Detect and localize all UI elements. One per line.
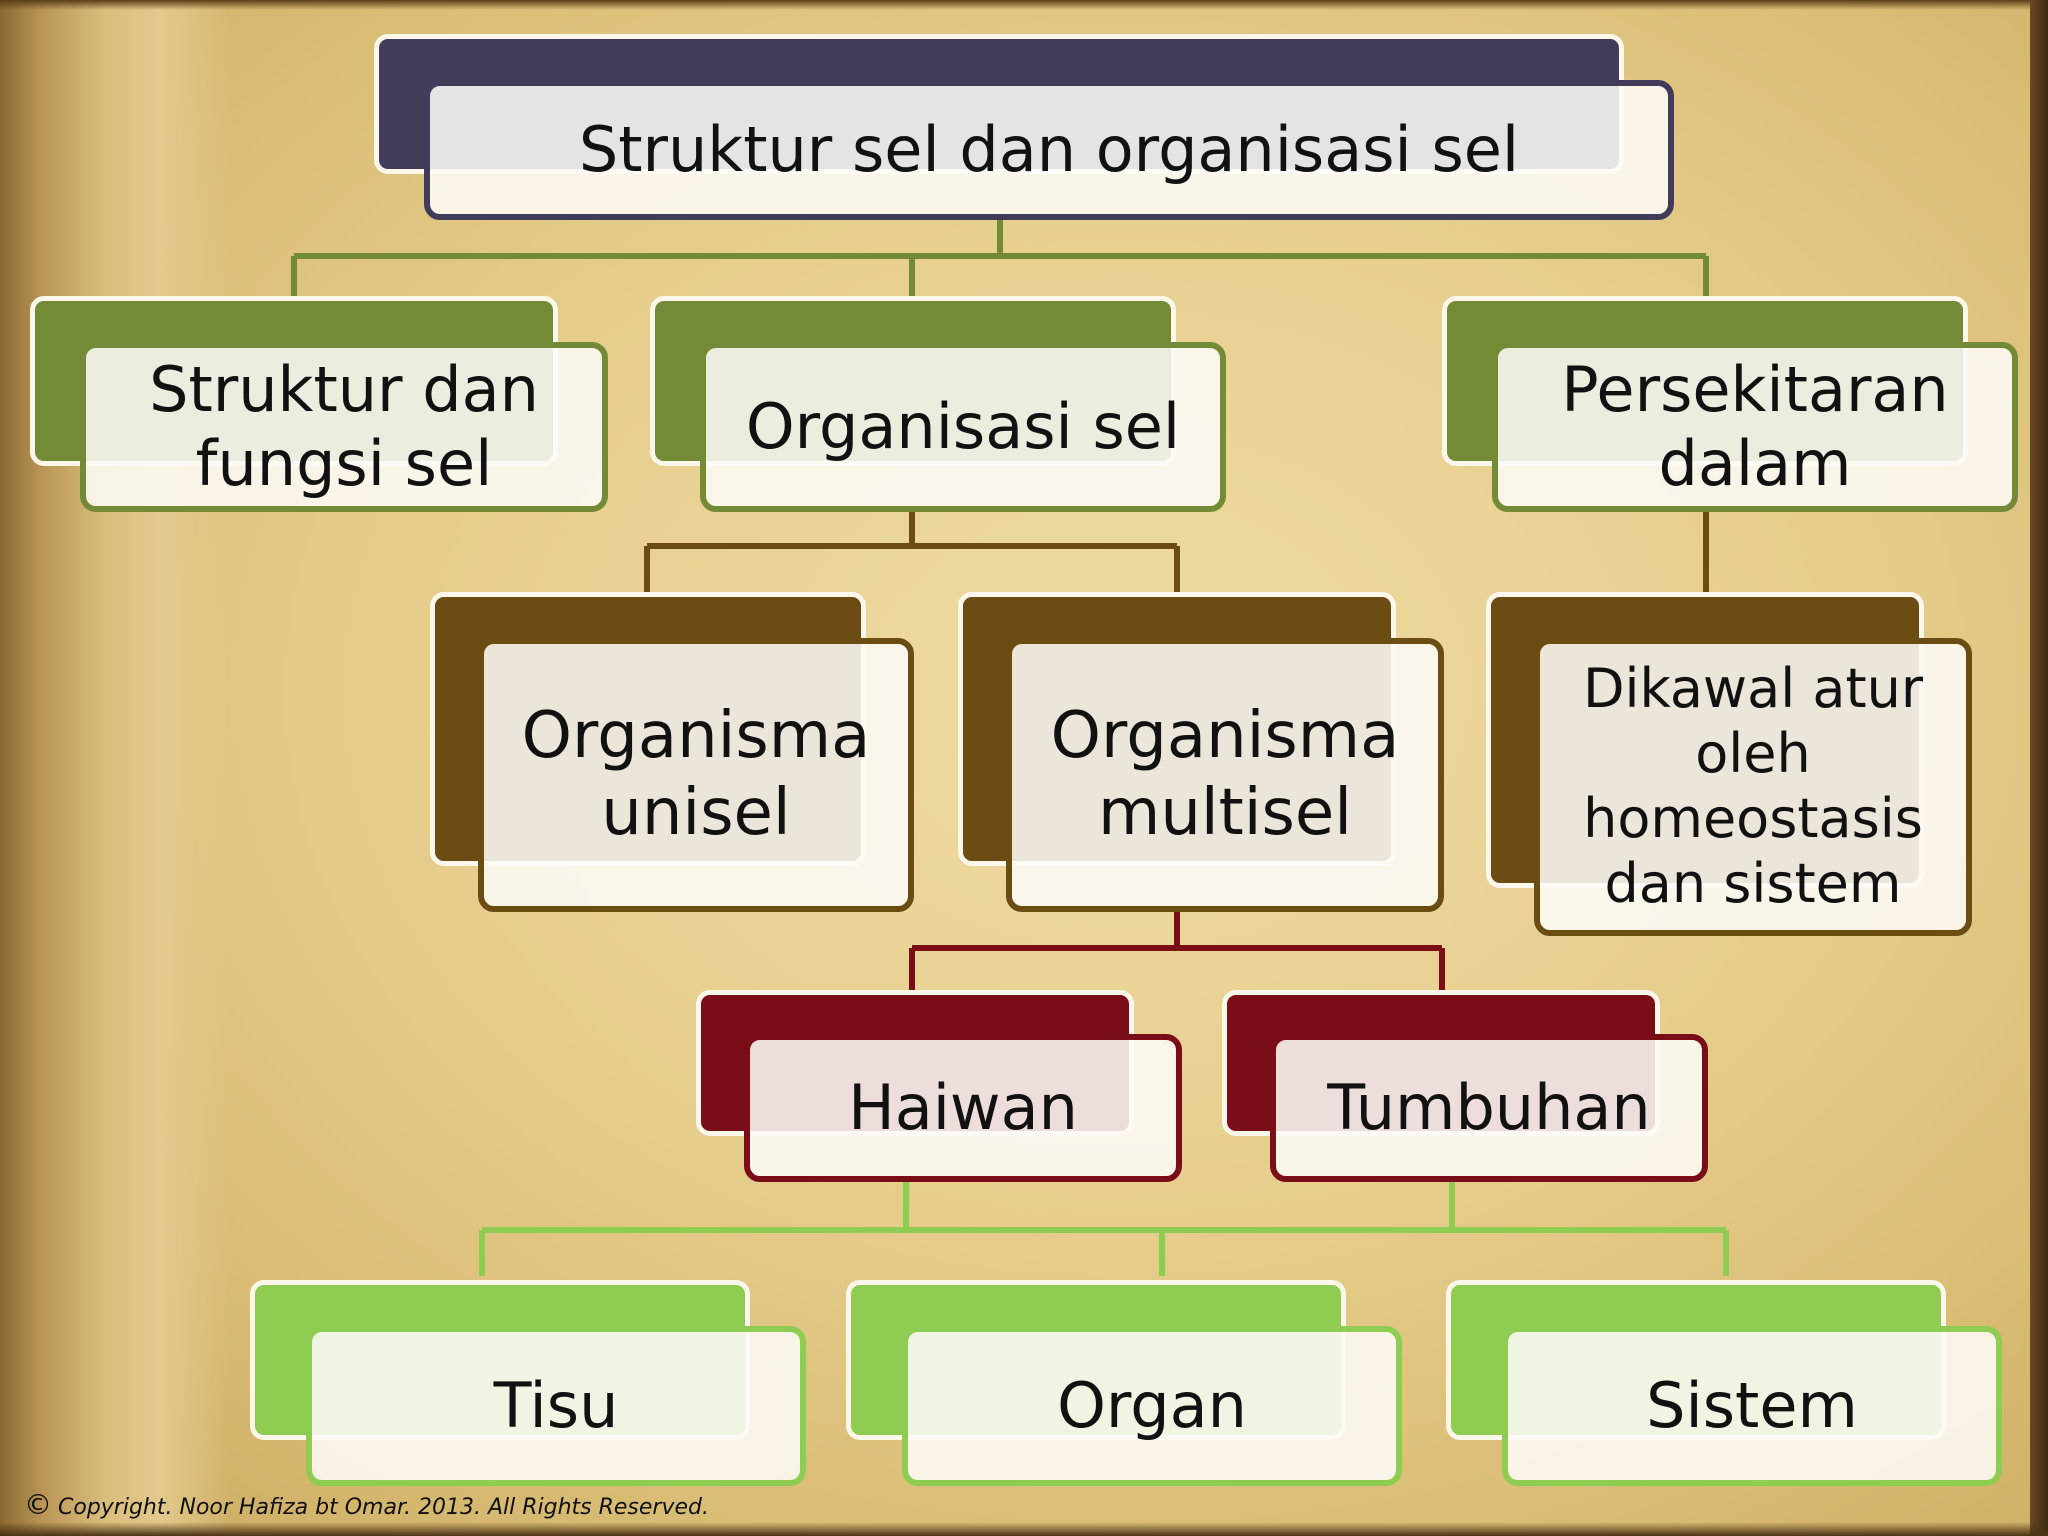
node-organisma-unisel-label: Organisma unisel (521, 699, 871, 850)
connector-organisasi-children (644, 508, 1709, 592)
node-organisma-multisel-label: Organisma multisel (1050, 699, 1400, 850)
connector-multisel-children (909, 908, 1445, 992)
node-tisu: Tisu (250, 1280, 806, 1486)
node-sistem: Sistem (1446, 1280, 2002, 1486)
frame-bottom-edge (0, 1522, 2048, 1536)
connector-root-level1 (291, 216, 1709, 296)
node-struktur-fungsi-sel: Struktur dan fungsi sel (30, 296, 608, 514)
copyright-text: Copyright. Noor Hafiza bt Omar. 2013. Al… (58, 1495, 709, 1520)
node-sistem-label: Sistem (1646, 1368, 1858, 1442)
node-tisu-label: Tisu (493, 1368, 619, 1442)
node-organisma-multisel: Organisma multisel (958, 592, 1444, 912)
node-haiwan-label: Haiwan (848, 1070, 1078, 1144)
node-organisasi-sel-label: Organisasi sel (745, 389, 1181, 463)
node-organ: Organ (846, 1280, 1402, 1486)
frame-right-edge (2030, 0, 2048, 1536)
node-struktur-fungsi-sel-label: Struktur dan fungsi sel (149, 352, 539, 500)
node-tumbuhan-label: Tumbuhan (1327, 1070, 1651, 1144)
node-root-label: Struktur sel dan organisasi sel (578, 112, 1520, 186)
node-organisma-unisel: Organisma unisel (430, 592, 914, 912)
connector-level4 (479, 1176, 1729, 1276)
copyright-notice: ©Copyright. Noor Hafiza bt Omar. 2013. A… (24, 1488, 709, 1521)
node-persekitaran-dalam-label: Persekitaran dalam (1561, 352, 1949, 500)
node-organisasi-sel: Organisasi sel (650, 296, 1226, 514)
node-homeostasis-label: Dikawal atur oleh homeostasis dan sistem (1582, 657, 1924, 915)
frame-top-edge (0, 0, 2048, 10)
book-spine (0, 0, 230, 1536)
node-haiwan: Haiwan (696, 990, 1182, 1182)
node-organ-label: Organ (1057, 1368, 1247, 1442)
node-homeostasis: Dikawal atur oleh homeostasis dan sistem (1486, 592, 1972, 936)
node-root: Struktur sel dan organisasi sel (374, 34, 1674, 220)
node-tumbuhan: Tumbuhan (1222, 990, 1708, 1182)
node-persekitaran-dalam: Persekitaran dalam (1442, 296, 2018, 514)
copyright-icon: © (24, 1488, 52, 1521)
